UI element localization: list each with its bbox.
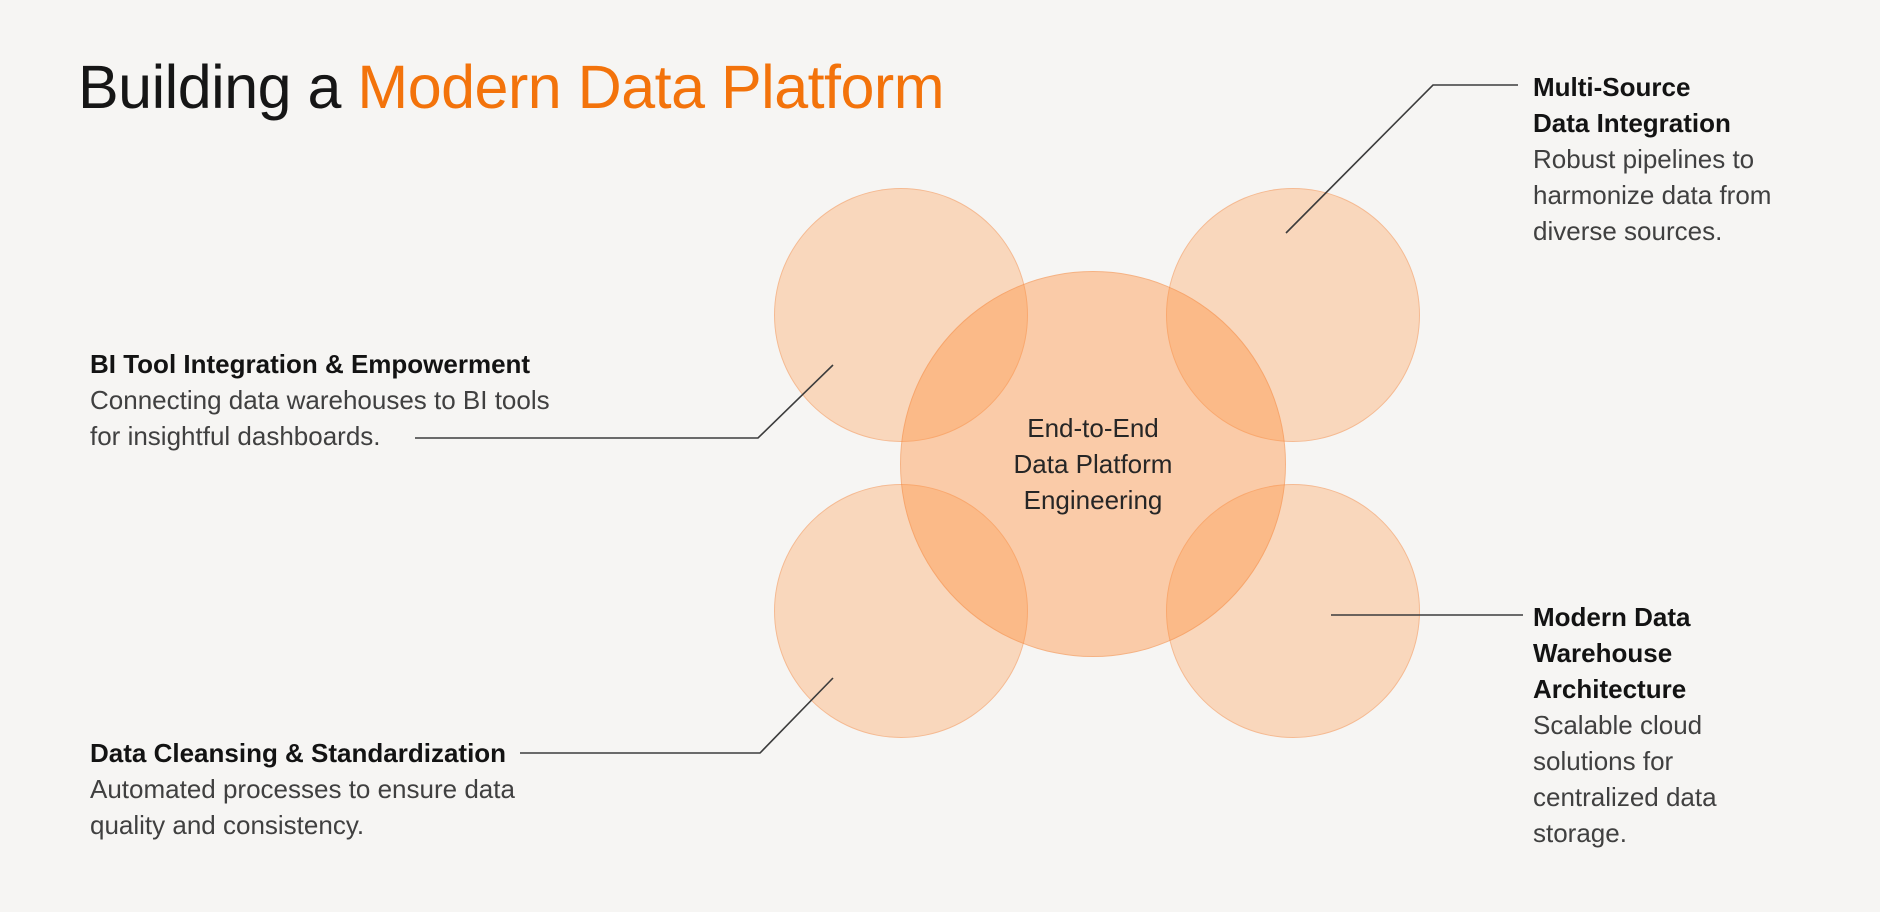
circle-center [900,271,1286,657]
callout-title-line: Warehouse [1533,638,1673,668]
callout-body-line: quality and consistency. [90,810,365,840]
callout-body-line: Connecting data warehouses to BI tools [90,385,550,415]
callout-data-cleansing: Data Cleansing & Standardization Automat… [90,735,515,843]
callout-title: Data Cleansing & Standardization [90,738,507,768]
callout-warehouse: Modern Data Warehouse Architecture Scala… [1533,599,1717,851]
callout-body-line: Robust pipelines to [1533,144,1755,174]
center-label-line: End-to-End [1027,413,1159,443]
callout-title: BI Tool Integration & Empowerment [90,349,531,379]
page-title-highlight: Modern Data Platform [357,53,945,121]
callout-body-line: for insightful dashboards. [90,421,381,451]
page-title: Building a Modern Data Platform [78,52,945,122]
callout-body-line: Scalable cloud [1533,710,1703,740]
callout-title-line: Architecture [1533,674,1687,704]
callout-body-line: harmonize data from [1533,180,1772,210]
callout-multi-source: Multi-Source Data Integration Robust pip… [1533,69,1771,249]
center-label-line: Data Platform [1013,449,1173,479]
callout-title-line: Data Integration [1533,108,1731,138]
callout-title-line: Modern Data [1533,602,1691,632]
callout-body-line: storage. [1533,818,1627,848]
connector-data-cleansing [520,677,834,754]
callout-body-line: solutions for [1533,746,1674,776]
callout-title-line: Multi-Source [1533,72,1691,102]
callout-bi-tool: BI Tool Integration & Empowerment Connec… [90,346,550,454]
center-label-line: Engineering [1023,485,1163,515]
callout-body-line: Automated processes to ensure data [90,774,515,804]
callout-body-line: diverse sources. [1533,216,1723,246]
center-label: End-to-End Data Platform Engineering [900,271,1286,657]
page-title-prefix: Building a [78,53,358,121]
callout-body-line: centralized data [1533,782,1717,812]
